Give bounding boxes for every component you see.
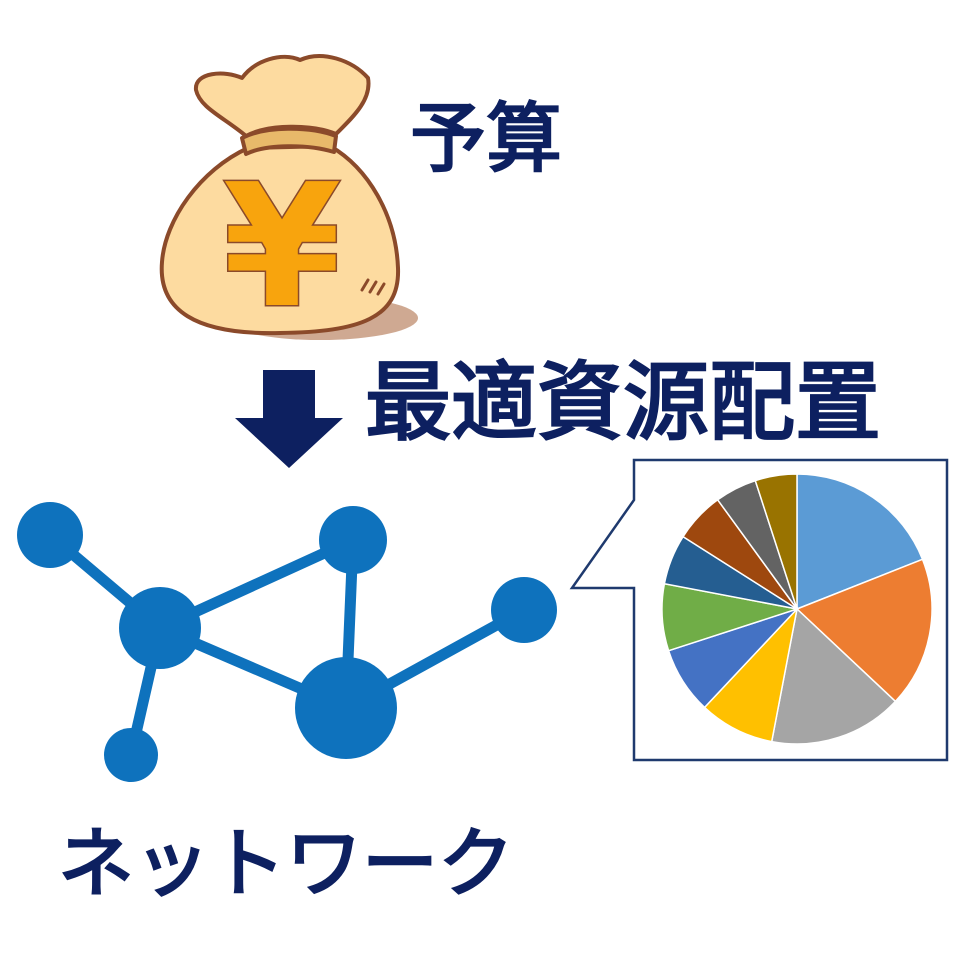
money-bag-icon: ¥ <box>159 54 418 348</box>
optimal-allocation-label: 最適資源配置 <box>365 353 881 453</box>
network-node <box>104 728 158 782</box>
pie-callout <box>569 458 949 762</box>
network-node <box>119 587 201 669</box>
network-label: ネットワーク <box>58 819 514 908</box>
pie-chart <box>661 473 933 745</box>
money-bag-body <box>159 144 401 336</box>
network-graph <box>17 502 557 782</box>
down-arrow-icon <box>235 370 343 468</box>
network-node <box>319 506 387 574</box>
pie-slice <box>795 558 933 703</box>
pie-slice <box>770 607 897 745</box>
network-node <box>17 502 83 568</box>
yen-symbol: ¥ <box>223 148 341 346</box>
network-edges <box>44 529 530 761</box>
budget-label: 予算 <box>410 94 562 183</box>
pie-slice <box>754 473 798 610</box>
pie-slice <box>796 473 924 611</box>
money-bag-top <box>194 54 371 138</box>
network-nodes <box>17 502 557 782</box>
money-bag-marks <box>360 278 386 296</box>
network-node <box>491 577 557 643</box>
network-node <box>295 657 397 759</box>
